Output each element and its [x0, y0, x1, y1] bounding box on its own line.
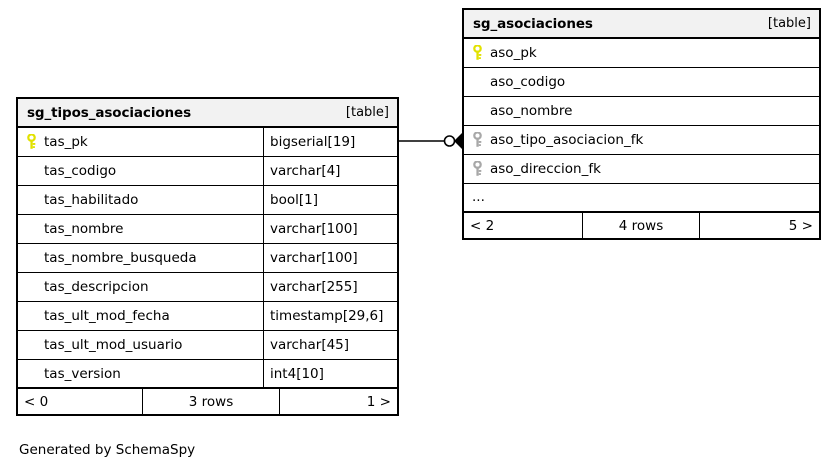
column-name: tas_codigo — [44, 163, 117, 179]
column-cell: tas_habilitado — [18, 186, 263, 214]
table-row[interactable]: tas_ult_mod_fecha timestamp[29,6] — [18, 302, 397, 331]
table-footer: < 0 3 rows 1 > — [18, 389, 397, 414]
column-cell: aso_direccion_fk — [464, 155, 819, 183]
column-cell: tas_version — [18, 360, 263, 387]
column-name: tas_nombre — [44, 221, 124, 237]
column-type: bool[1] — [263, 186, 397, 214]
table-row[interactable]: aso_nombre — [464, 97, 819, 126]
footer-row-count: 4 rows — [582, 213, 700, 238]
table-row[interactable]: tas_nombre varchar[100] — [18, 215, 397, 244]
table-row[interactable]: tas_nombre_busqueda varchar[100] — [18, 244, 397, 273]
primary-key-icon — [26, 134, 44, 150]
table-type-tag: [table] — [767, 16, 811, 31]
column-type: varchar[255] — [263, 273, 397, 301]
column-type: timestamp[29,6] — [263, 302, 397, 330]
column-type: int4[10] — [263, 360, 397, 387]
column-name: tas_ult_mod_usuario — [44, 337, 183, 353]
column-name: aso_direccion_fk — [490, 161, 601, 177]
footer-row-count: 3 rows — [142, 389, 280, 414]
column-type: varchar[4] — [263, 157, 397, 185]
foreign-key-icon — [472, 132, 490, 148]
zero-or-one-marker — [443, 135, 456, 147]
footer-children-count[interactable]: 1 > — [366, 393, 391, 410]
ellipsis-label: ... — [472, 188, 485, 205]
table-footer: < 2 4 rows 5 > — [464, 213, 819, 238]
table-row[interactable]: tas_descripcion varchar[255] — [18, 273, 397, 302]
column-name: tas_version — [44, 365, 121, 382]
column-name: aso_pk — [490, 45, 537, 61]
table-header: sg_tipos_asociaciones [table] — [18, 99, 397, 128]
table-row[interactable]: tas_pk bigserial[19] — [18, 128, 397, 157]
table-row[interactable]: tas_habilitado bool[1] — [18, 186, 397, 215]
table-row[interactable]: tas_version int4[10] — [18, 360, 397, 389]
column-cell: tas_nombre_busqueda — [18, 244, 263, 272]
column-cell: tas_codigo — [18, 157, 263, 185]
table-row[interactable]: tas_ult_mod_usuario varchar[45] — [18, 331, 397, 360]
table-row-foreign-key[interactable]: aso_direccion_fk — [464, 155, 819, 184]
column-name: aso_tipo_asociacion_fk — [490, 132, 644, 148]
column-cell: aso_pk — [464, 39, 819, 67]
table-title: sg_tipos_asociaciones — [27, 104, 192, 121]
column-name: tas_descripcion — [44, 279, 149, 295]
column-cell: tas_ult_mod_usuario — [18, 331, 263, 359]
column-name: tas_ult_mod_fecha — [44, 308, 170, 324]
footer-parents-count[interactable]: < 0 — [24, 393, 49, 410]
column-cell: aso_nombre — [464, 97, 819, 125]
column-name: aso_nombre — [490, 103, 573, 119]
crows-foot-marker — [454, 133, 462, 149]
column-type: varchar[100] — [263, 244, 397, 272]
column-cell: tas_nombre — [18, 215, 263, 243]
table-row[interactable]: aso_pk — [464, 39, 819, 68]
column-type: bigserial[19] — [263, 128, 397, 156]
footer-parents-count[interactable]: < 2 — [470, 217, 495, 234]
table-row[interactable]: tas_codigo varchar[4] — [18, 157, 397, 186]
column-cell: tas_pk — [18, 128, 263, 156]
table-type-tag: [table] — [345, 105, 389, 120]
foreign-key-icon — [472, 161, 490, 177]
column-cell: tas_descripcion — [18, 273, 263, 301]
table-row-more-columns[interactable]: ... — [464, 184, 819, 213]
column-name: tas_nombre_busqueda — [44, 250, 197, 266]
table-title: sg_asociaciones — [473, 15, 593, 32]
table-sg_asociaciones[interactable]: sg_asociaciones [table] aso_pk aso — [462, 8, 821, 240]
table-header: sg_asociaciones [table] — [464, 10, 819, 39]
column-name: tas_pk — [44, 134, 88, 150]
footer-children-count[interactable]: 5 > — [788, 217, 813, 234]
table-row[interactable]: aso_codigo — [464, 68, 819, 97]
column-name: tas_habilitado — [44, 192, 139, 208]
table-row-foreign-key[interactable]: aso_tipo_asociacion_fk — [464, 126, 819, 155]
column-type: varchar[45] — [263, 331, 397, 359]
column-cell: tas_ult_mod_fecha — [18, 302, 263, 330]
generated-by-caption: Generated by SchemaSpy — [19, 442, 196, 458]
column-name: aso_codigo — [490, 74, 566, 90]
column-cell: aso_codigo — [464, 68, 819, 96]
column-type: varchar[100] — [263, 215, 397, 243]
table-sg_tipos_asociaciones[interactable]: sg_tipos_asociaciones [table] tas_pk big… — [16, 97, 399, 416]
column-cell: aso_tipo_asociacion_fk — [464, 126, 819, 154]
primary-key-icon — [472, 45, 490, 61]
